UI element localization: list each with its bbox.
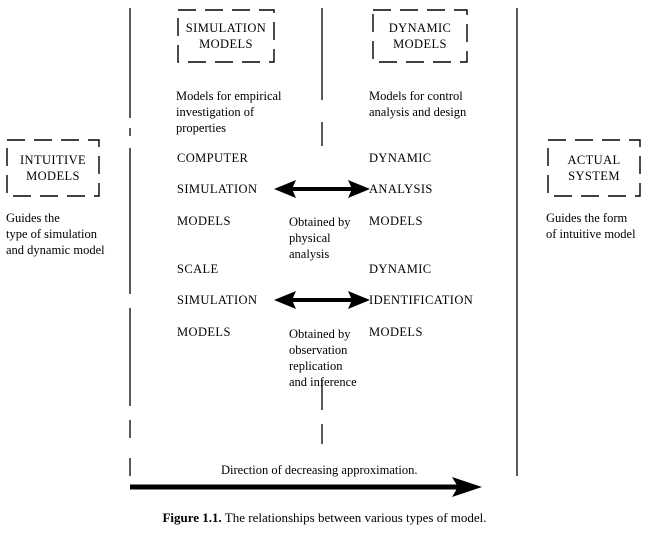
intuitive-models-box [6,139,100,197]
direction-label: Direction of decreasing approximation. [221,463,418,477]
dynamic-description: Models for control analysis and design [369,89,467,119]
double-arrow-identification [274,291,370,309]
observation-note: Obtained by observation replication and … [289,327,357,389]
caption-label: Figure 1.1. [162,510,222,525]
models-label-3: MODELS [369,214,423,228]
simulation-models-label: SIMULATION MODELS [185,21,267,51]
models-label-2: MODELS [177,325,231,339]
dynamic-models-box [372,9,468,63]
simulation-label-1: SIMULATION [177,182,258,196]
caption-text: The relationships between various types … [224,510,487,525]
dynamic-models-label: DYNAMIC MODELS [388,21,452,51]
simulation-models-box [177,9,275,63]
actual-description: Guides the form of intuitive model [546,211,636,241]
simulation-label-2: SIMULATION [177,293,258,307]
analysis-label: ANALYSIS [369,182,433,196]
computer-label: COMPUTER [177,151,249,165]
double-arrow-analysis [274,180,370,198]
dynamic-label-2: DYNAMIC [369,262,432,276]
actual-system-label: ACTUAL SYSTEM [567,153,621,183]
simulation-description: Models for empirical investigation of pr… [176,89,282,135]
figure-caption: Figure 1.1. The relationships between va… [0,510,649,526]
models-label-1: MODELS [177,214,231,228]
physical-analysis-note: Obtained by physical analysis [289,215,351,261]
intuitive-description: Guides the type of simulation and dynami… [6,211,105,257]
actual-system-box [547,139,641,197]
models-label-4: MODELS [369,325,423,339]
identification-label: IDENTIFICATION [369,293,474,307]
intuitive-models-label: INTUITIVE MODELS [19,153,87,183]
dynamic-label-1: DYNAMIC [369,151,432,165]
direction-arrow [130,477,482,497]
scale-label: SCALE [177,262,219,276]
